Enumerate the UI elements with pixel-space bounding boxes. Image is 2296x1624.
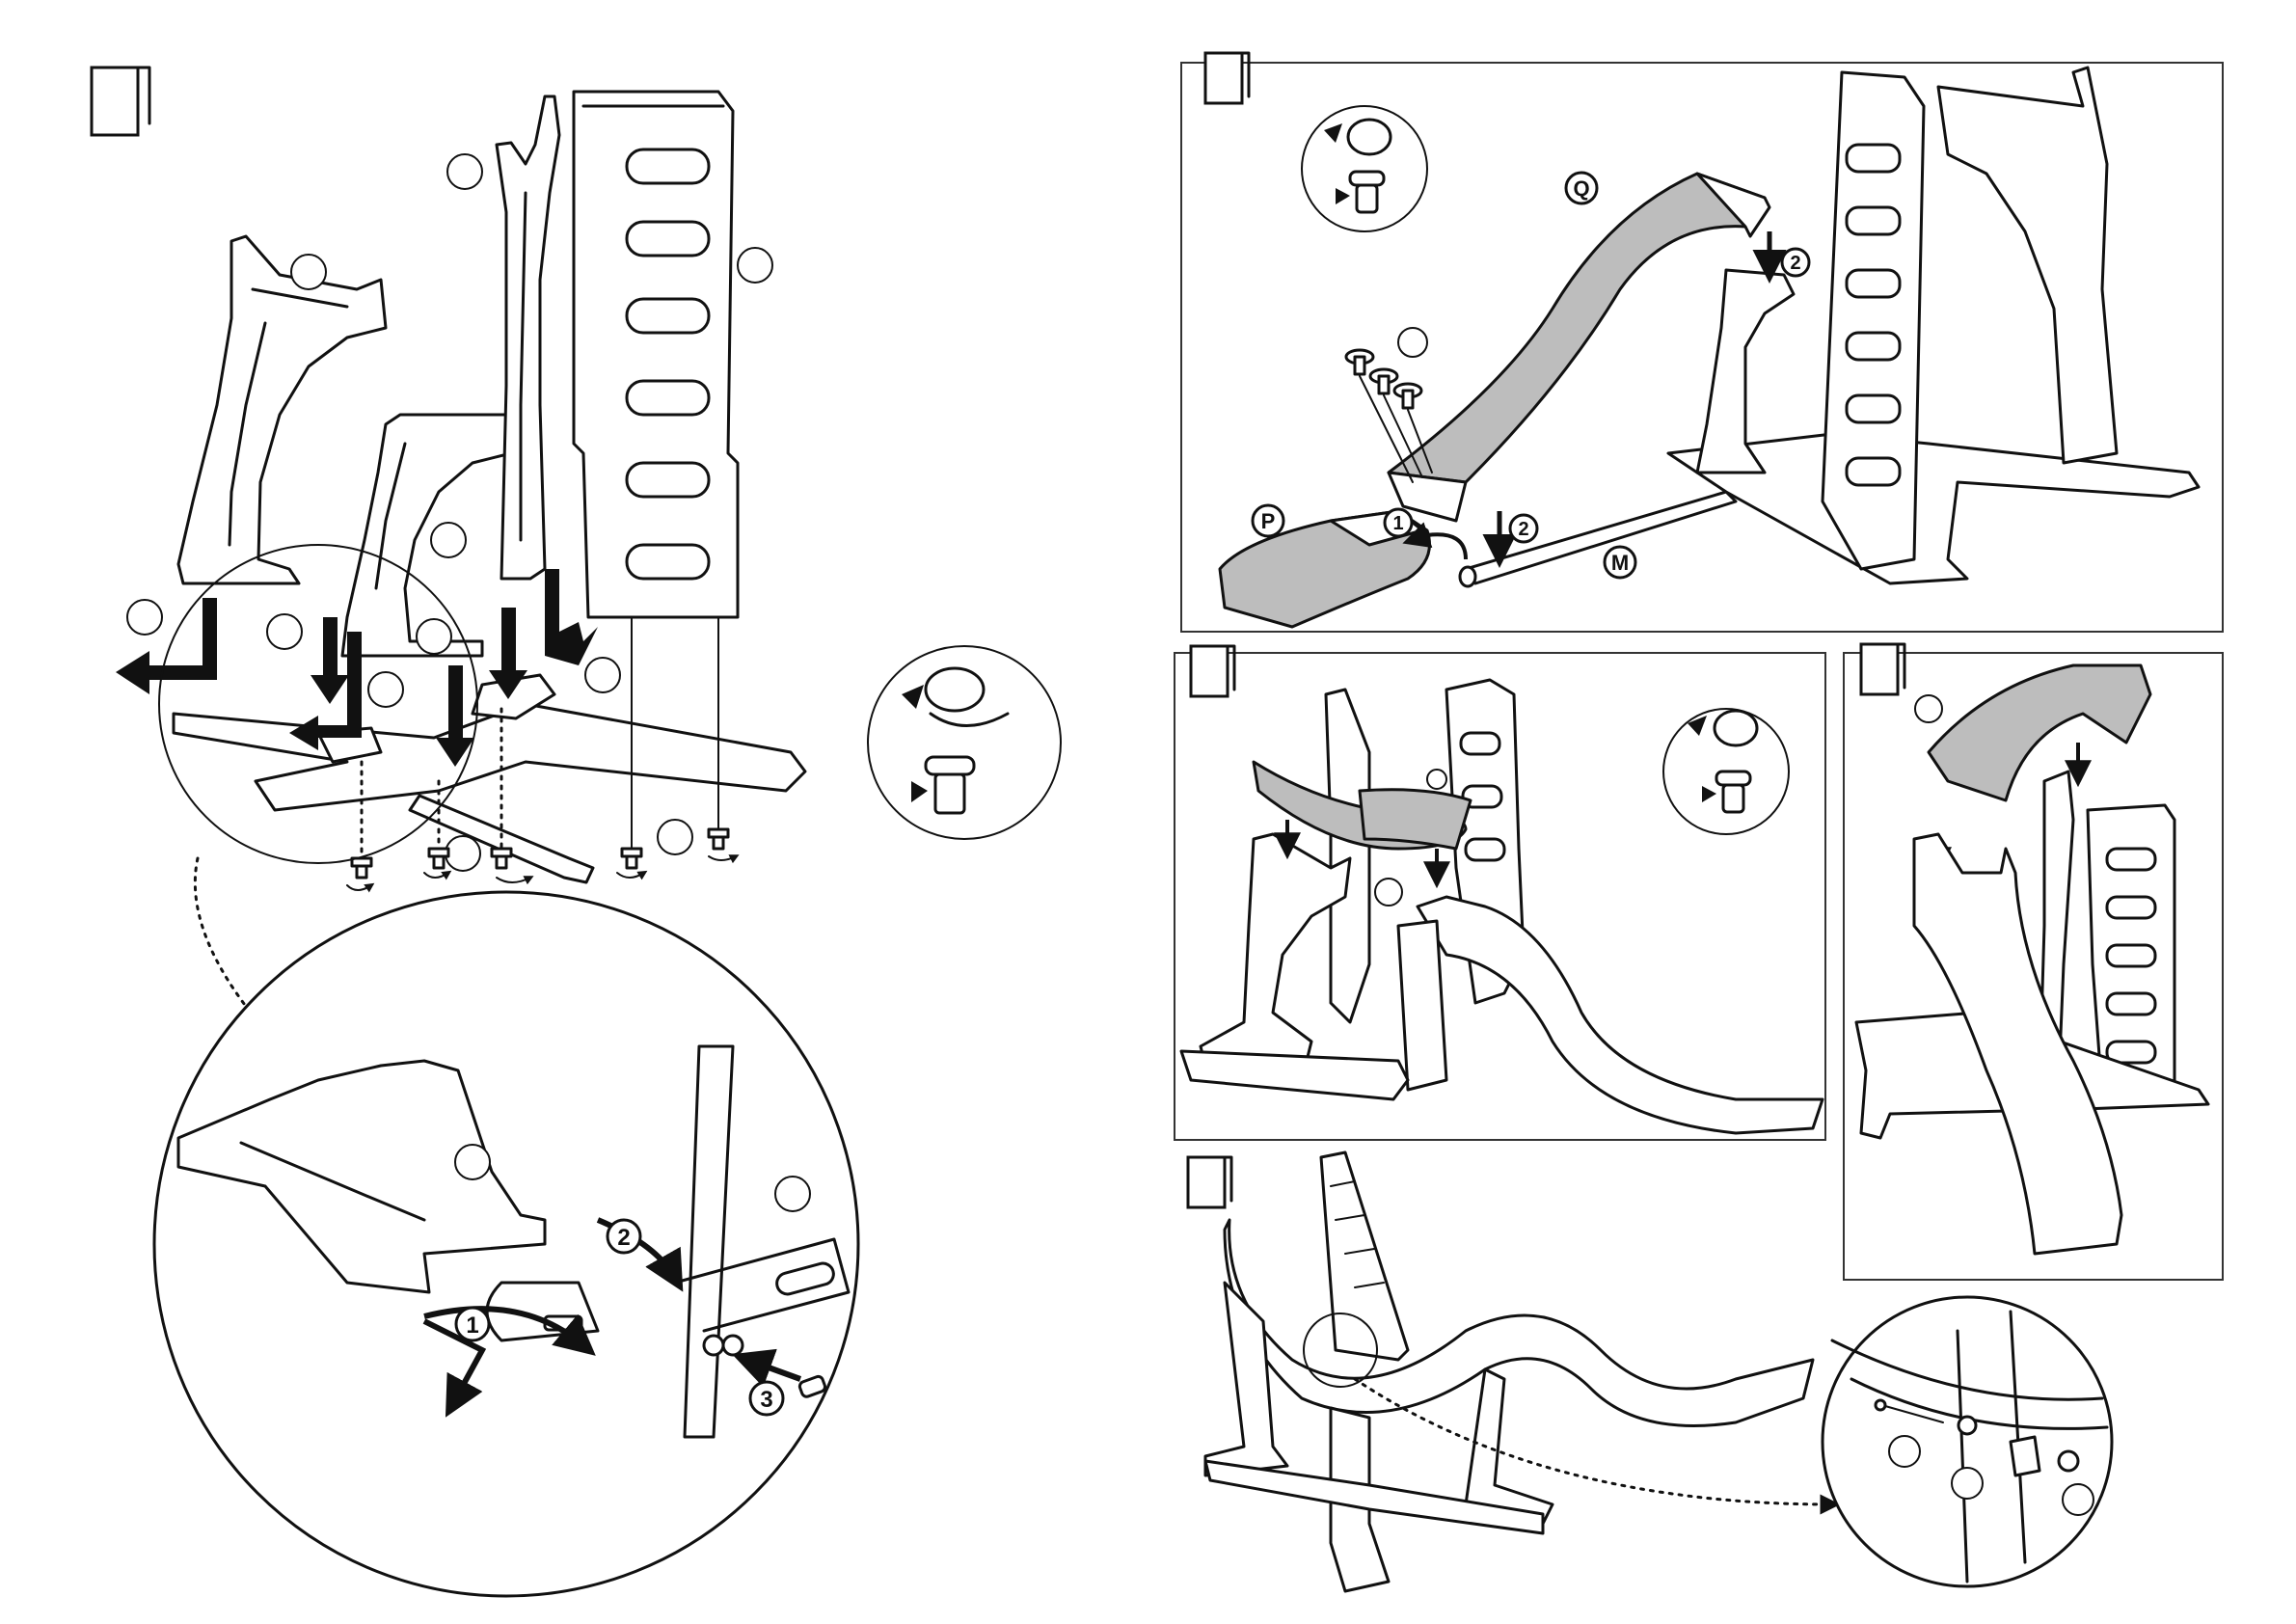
step-2-badge	[1205, 53, 1249, 103]
rotate-screw-icon	[1302, 106, 1427, 231]
part-P-label: P	[1253, 505, 1283, 536]
svg-text:2: 2	[1790, 253, 1800, 274]
detail-magnified: 1 2 3	[154, 858, 858, 1596]
screw-icon	[1394, 384, 1421, 408]
order-callout-2: 2	[608, 1220, 640, 1253]
part-M-label: M	[1605, 547, 1635, 578]
rod-part-M: M 2	[1460, 492, 1736, 586]
base-bars	[174, 619, 805, 882]
screw-icon	[709, 829, 736, 860]
step-3-panel	[1175, 646, 1825, 1140]
slide-end-P: P 1	[1220, 505, 1466, 627]
screw-icon	[424, 849, 448, 878]
part-Q-label: Q	[1566, 173, 1597, 203]
svg-text:Q: Q	[1573, 176, 1589, 201]
rotate-screw-icon	[1663, 709, 1789, 834]
tower-assembly: 2	[1668, 68, 2199, 583]
svg-text:1: 1	[1392, 513, 1403, 534]
step-4-panel	[1844, 644, 2223, 1280]
screw-icon	[347, 858, 371, 890]
step-3-badge	[1191, 646, 1234, 696]
svg-text:M: M	[1611, 551, 1629, 575]
magnifier-detail-icon	[1823, 1297, 2112, 1586]
step-5-panel	[1188, 1152, 2112, 1591]
order-callout-1: 1	[456, 1308, 489, 1340]
screw-icon	[1346, 350, 1373, 374]
step-1-panel: 1 2 3	[92, 68, 1061, 1596]
screw-icon	[617, 849, 644, 878]
step-4-badge	[1861, 644, 1904, 694]
order-callout-1: 1	[1385, 509, 1412, 536]
ladder-panel	[574, 92, 772, 617]
order-callout-2: 2	[1510, 515, 1537, 542]
post	[447, 96, 559, 579]
svg-text:P: P	[1261, 509, 1276, 533]
side-frame-left	[178, 236, 386, 583]
step-2-panel: Q P 1	[1181, 53, 2223, 632]
svg-text:1: 1	[466, 1313, 478, 1339]
step-5-badge	[1188, 1157, 1231, 1207]
svg-text:3: 3	[760, 1387, 772, 1413]
rotate-screw-icon	[868, 646, 1061, 839]
order-callout-3: 3	[750, 1382, 783, 1415]
order-callout-2b: 2	[1782, 249, 1809, 276]
step-1-badge	[92, 68, 149, 135]
svg-text:2: 2	[617, 1225, 630, 1251]
svg-text:2: 2	[1518, 519, 1528, 540]
